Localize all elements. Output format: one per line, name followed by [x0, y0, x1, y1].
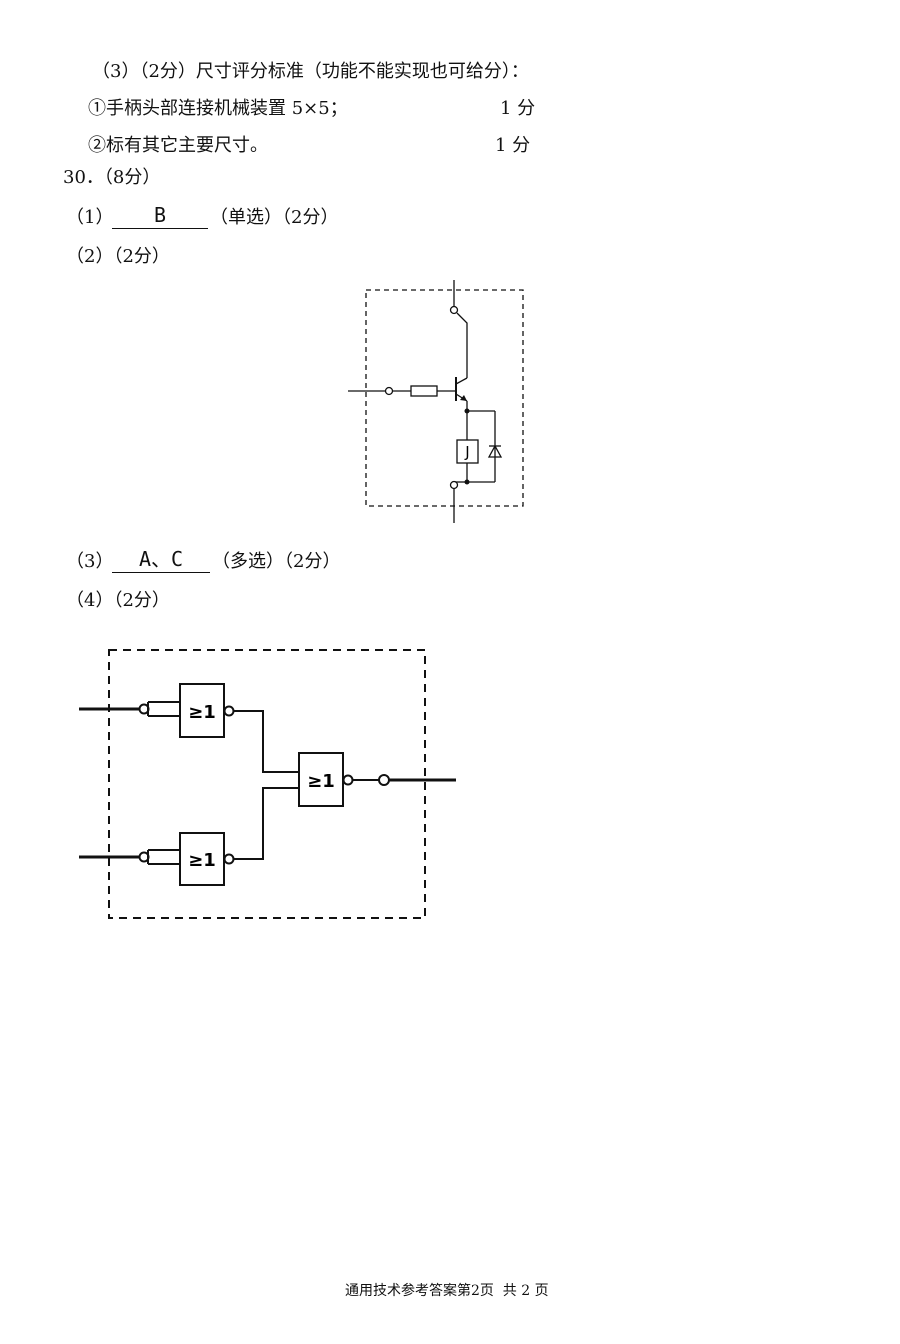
gate-3-label: ≥1 — [307, 771, 335, 792]
criteria-heading: （3）（2分）尺寸评分标准（功能不能实现也可给分）： — [92, 61, 529, 82]
criterion-2-text: ②标有其它主要尺寸。 — [88, 135, 268, 156]
part-1-answer: B — [153, 203, 167, 227]
part-2-label: （2）（2分） — [66, 246, 170, 267]
criterion-1-text: ①手柄头部连接机械装置 5×5； — [88, 98, 348, 119]
question-30-heading: 30．（8分） — [63, 167, 161, 188]
gate-2-label: ≥1 — [188, 850, 216, 871]
part-3-note: （多选）（2分） — [212, 551, 341, 572]
criterion-1-score: 1 分 — [500, 98, 536, 119]
part-3-answer: A、C — [138, 547, 184, 571]
page-footer: 通用技术参考答案第2页 共 2 页 — [345, 1283, 549, 1299]
gate-1-label: ≥1 — [188, 702, 216, 723]
part-1-label: （1） — [66, 207, 114, 228]
relay-coil-label: J — [464, 443, 469, 461]
criterion-2-score: 1 分 — [495, 135, 531, 156]
part-1-note: （单选）（2分） — [210, 207, 339, 228]
part-1-answer-underline — [112, 228, 208, 229]
logic-gate-circuit: ≥1 ≥1 ≥1 — [79, 649, 456, 919]
part-4-label: （4）（2分） — [66, 590, 170, 611]
transistor-relay-circuit: J — [348, 280, 524, 523]
nor-gate-1 — [179, 683, 225, 738]
part-3-answer-underline — [112, 572, 210, 573]
part-3-label: （3） — [66, 551, 114, 572]
